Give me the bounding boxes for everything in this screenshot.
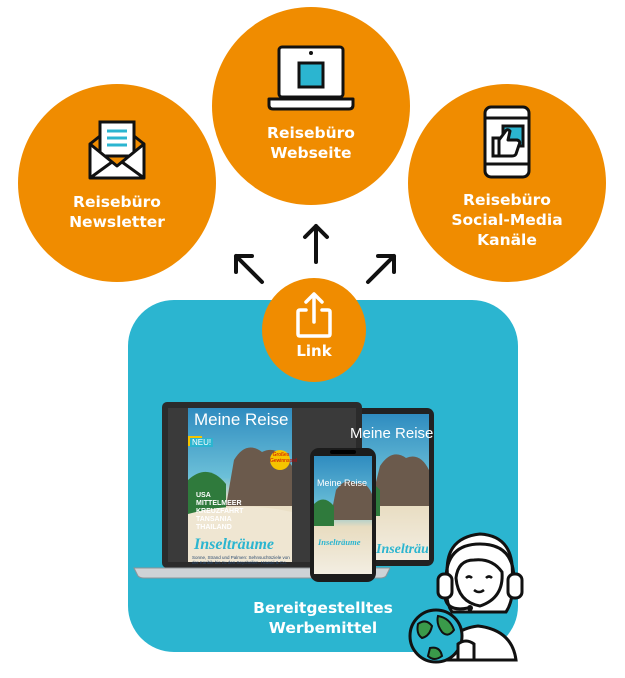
website-label: Reisebüro Webseite — [267, 124, 355, 162]
laptop-cover-sticker: Großes Gewinnspiel — [270, 452, 298, 464]
arrow-up-right-icon — [366, 254, 396, 284]
laptop-cover-teaser: Sonne, Strand und Palmen: Sehnsuchtsziel… — [192, 555, 290, 565]
arrow-up-left-icon — [234, 254, 264, 284]
arrow-up-icon — [303, 224, 329, 264]
tablet-like-icon — [483, 105, 531, 179]
link-label: Link — [296, 342, 332, 360]
advertising-material-caption: Bereitgestelltes Werbemittel — [253, 599, 393, 637]
phone-cover-title: Meine Reise — [317, 478, 368, 488]
phone-device — [310, 448, 376, 582]
laptop-cover-headline: Inselträume — [194, 536, 275, 553]
share-icon — [296, 292, 332, 338]
social-media-channel: Reisebüro Social-Media Kanäle — [408, 84, 606, 282]
phone-cover-headline: Inselträume — [318, 537, 361, 547]
website-channel: Reisebüro Webseite — [212, 7, 410, 205]
tablet-cover-headline: Inselträume — [376, 542, 428, 557]
envelope-icon — [88, 120, 146, 180]
laptop-cover-badge: NEU! — [190, 438, 214, 447]
laptop-icon — [267, 45, 355, 111]
newsletter-label: Reisebüro Newsletter — [69, 193, 165, 231]
newsletter-channel: Reisebüro Newsletter — [18, 84, 216, 282]
tablet-cover-title: Meine Reise — [350, 425, 434, 442]
social-media-label: Reisebüro Social-Media Kanäle — [451, 191, 563, 249]
support-agent-icon — [408, 532, 524, 664]
link-badge: Link — [262, 278, 366, 382]
laptop-cover-destinations: USA MITTELMEER KREUZFAHRT TANSANIA THAIL… — [196, 492, 244, 531]
laptop-cover-title: Meine Reise — [194, 410, 289, 429]
devices-mockup — [133, 402, 434, 582]
